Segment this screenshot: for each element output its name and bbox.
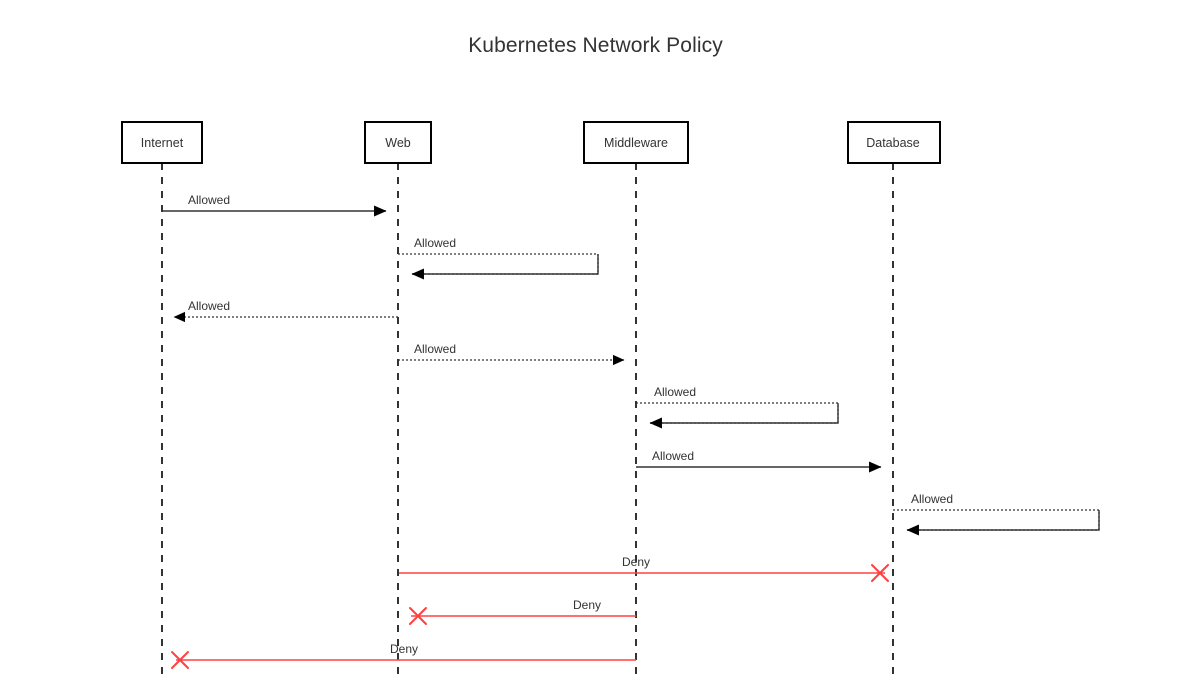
message-3-web-to-internet[interactable]: Allowed <box>173 299 398 323</box>
participant-internet[interactable]: Internet <box>121 121 203 164</box>
message-10-middleware-to-internet-deny[interactable]: Deny <box>171 642 636 669</box>
message-7-database-self[interactable]: Allowed <box>893 492 1100 536</box>
message-label-10: Deny <box>390 642 418 656</box>
message-4-web-to-middleware[interactable]: Allowed <box>398 342 625 366</box>
message-label-3: Allowed <box>188 299 230 313</box>
participant-middleware[interactable]: Middleware <box>583 121 689 164</box>
message-2-web-self[interactable]: Allowed <box>398 236 599 280</box>
participant-label-web: Web <box>385 136 411 150</box>
participant-database[interactable]: Database <box>847 121 941 164</box>
message-selfloop-path[interactable] <box>893 509 1100 531</box>
participant-label-database: Database <box>866 136 920 150</box>
message-label-7: Allowed <box>911 492 953 506</box>
message-selfloop-path[interactable] <box>398 253 599 275</box>
message-selfloop-path[interactable] <box>636 402 839 424</box>
deny-x-icon <box>171 651 189 669</box>
message-selfloop-arrow[interactable] <box>906 510 1100 536</box>
participant-box-database[interactable] <box>847 121 941 164</box>
diagram-title: Kubernetes Network Policy <box>468 34 723 57</box>
participant-box-internet[interactable] <box>121 121 203 164</box>
participant-web[interactable]: Web <box>364 121 432 164</box>
message-label-1: Allowed <box>188 193 230 207</box>
participant-box-web[interactable] <box>364 121 432 164</box>
message-9-middleware-to-web-deny[interactable]: Deny <box>409 598 636 625</box>
deny-x-icon <box>871 564 889 582</box>
message-8-web-to-database-deny[interactable]: Deny <box>399 555 889 582</box>
deny-x-icon <box>409 607 427 625</box>
message-selfloop-arrow[interactable] <box>411 254 599 280</box>
message-label-8: Deny <box>622 555 650 569</box>
message-label-9: Deny <box>573 598 601 612</box>
message-6-middleware-to-database[interactable]: Allowed <box>636 449 882 473</box>
participant-box-middleware[interactable] <box>583 121 689 164</box>
message-label-5: Allowed <box>654 385 696 399</box>
lifelines-group <box>161 163 894 680</box>
message-selfloop-arrow[interactable] <box>649 403 839 429</box>
message-label-4: Allowed <box>414 342 456 356</box>
message-label-6: Allowed <box>652 449 694 463</box>
message-label-2: Allowed <box>414 236 456 250</box>
participant-label-internet: Internet <box>141 136 184 150</box>
message-1-internet-to-web[interactable]: Allowed <box>162 193 387 217</box>
participant-label-middleware: Middleware <box>604 136 668 150</box>
message-5-middleware-self[interactable]: Allowed <box>636 385 839 429</box>
